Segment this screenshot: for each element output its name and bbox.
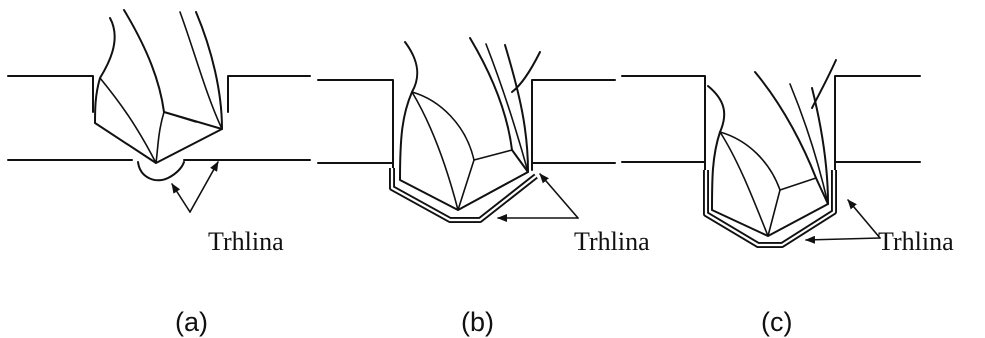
crack-label-a: Trhlina	[208, 227, 284, 256]
crack-arrows-b	[497, 173, 579, 222]
crack-arrows-c	[805, 199, 881, 244]
crack-layer-c	[703, 170, 837, 248]
workpiece-b	[317, 79, 616, 171]
drill-bit-c	[707, 59, 837, 237]
crack-arrows-a	[171, 161, 219, 213]
workpiece-a	[7, 75, 311, 161]
crack-a	[137, 161, 185, 182]
caption-b: (b)	[461, 307, 494, 337]
crack-layer-b	[389, 168, 538, 223]
workpiece-c	[621, 75, 921, 201]
panel-c: Trhlina (c)	[621, 59, 954, 337]
caption-a: (a)	[175, 307, 208, 337]
crack-label-c: Trhlina	[878, 227, 954, 256]
caption-c: (c)	[761, 307, 792, 337]
panel-b: Trhlina (b)	[317, 37, 650, 337]
drill-bit-a	[94, 9, 223, 164]
drill-bit-b	[399, 37, 541, 211]
crack-label-b: Trhlina	[574, 227, 650, 256]
panel-a: Trhlina (a)	[7, 9, 311, 337]
